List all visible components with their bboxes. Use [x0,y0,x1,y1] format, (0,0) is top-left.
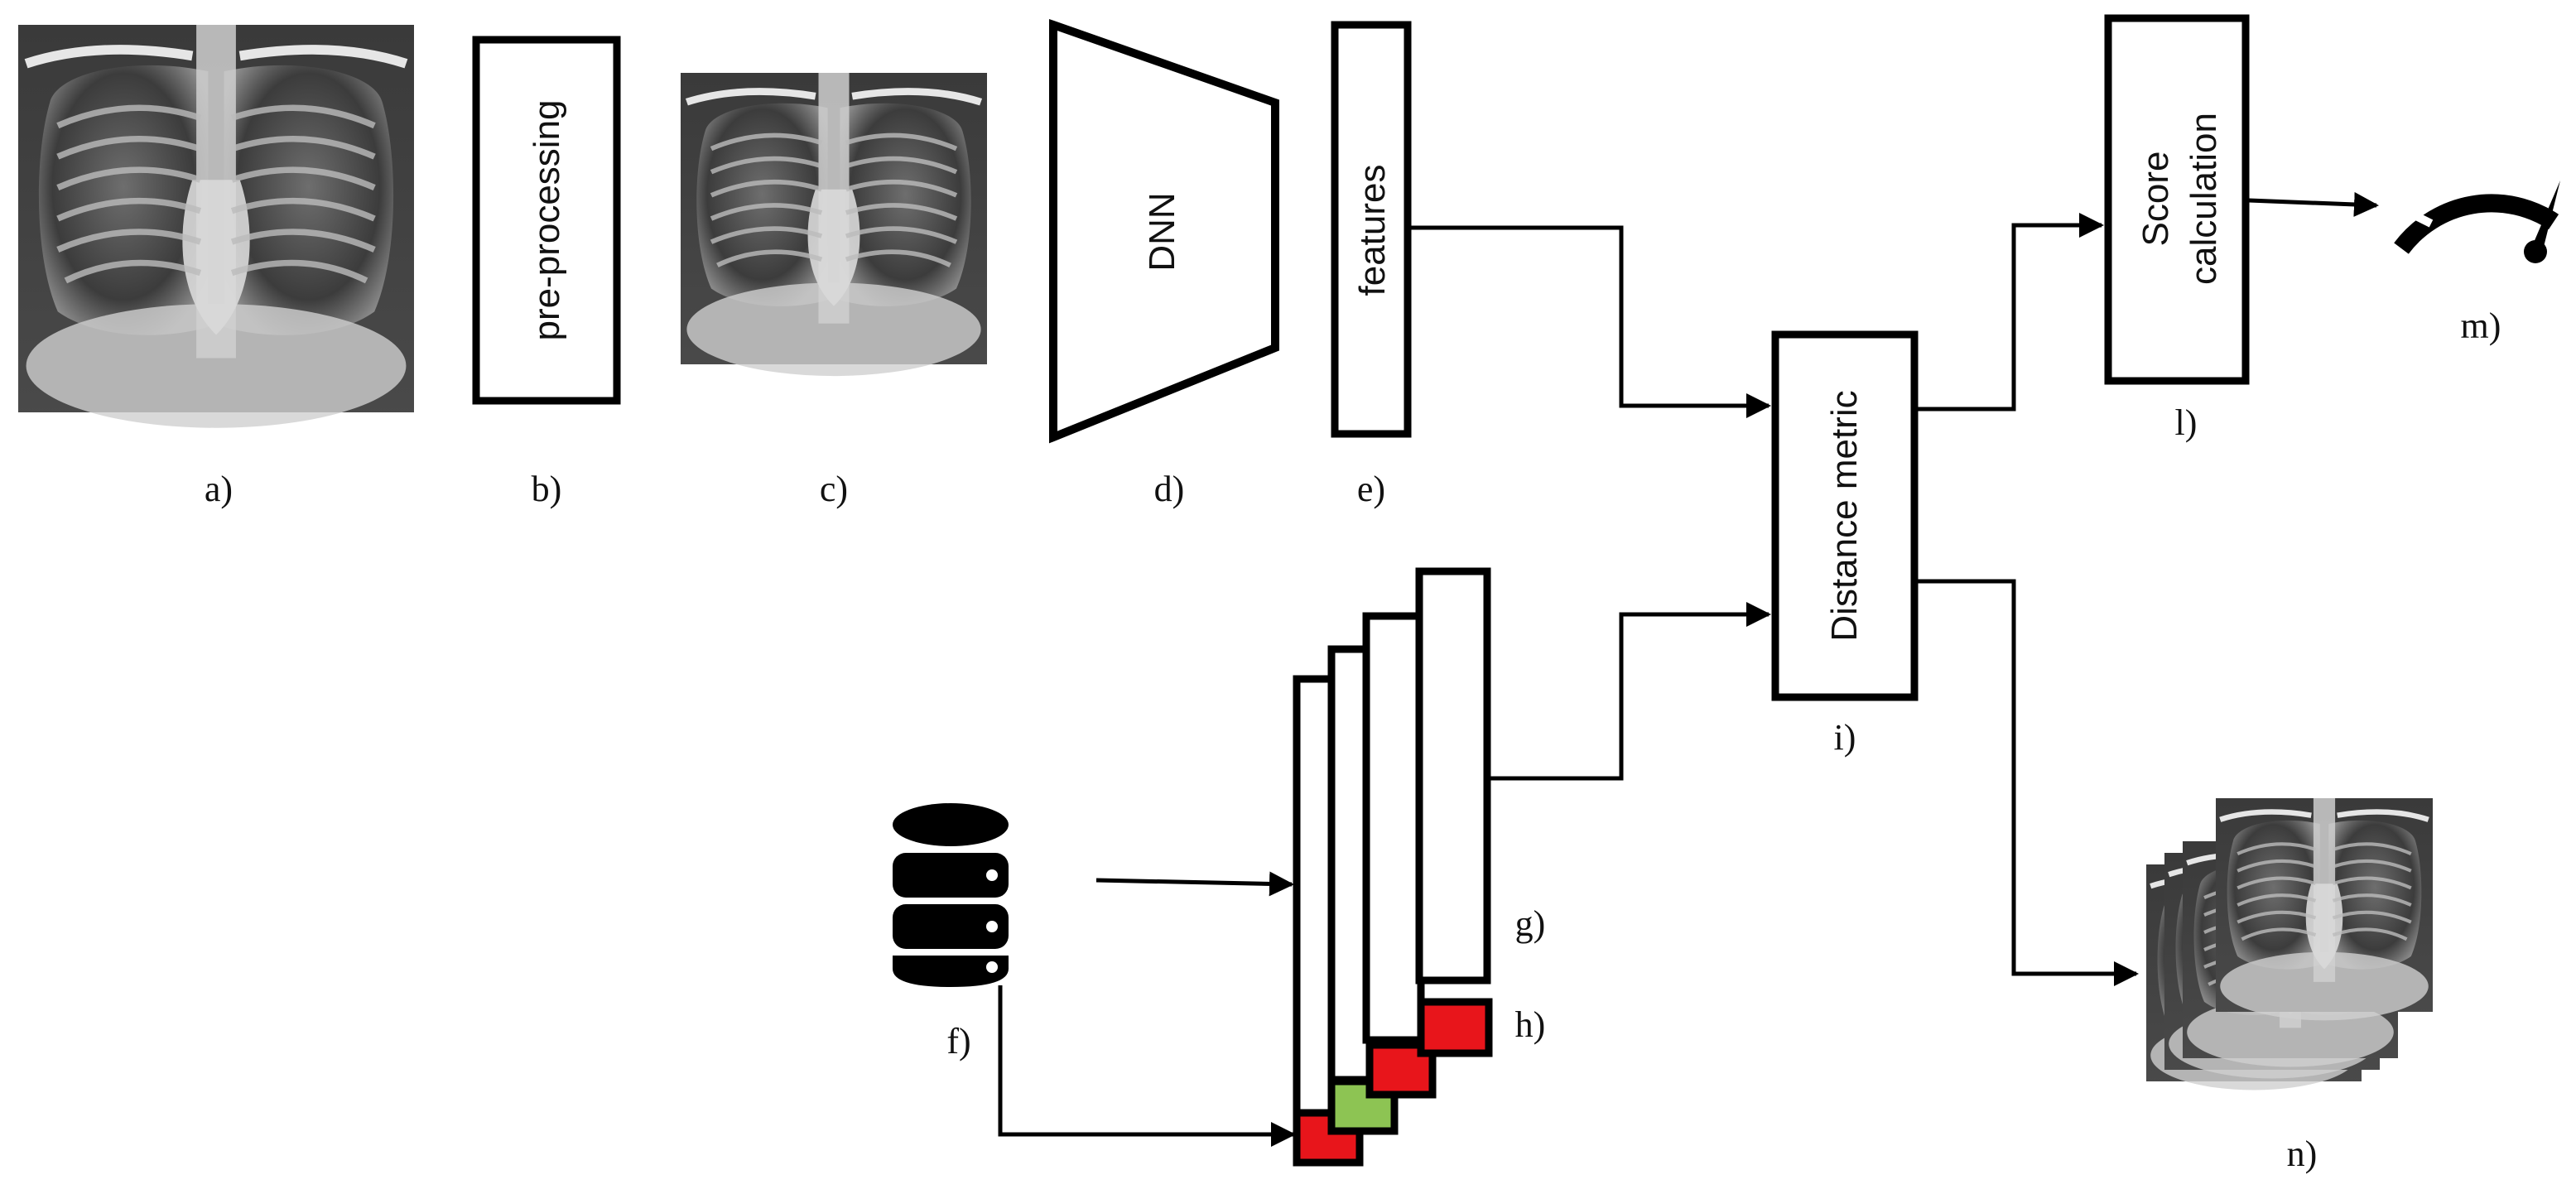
label-e: e) [1357,469,1385,509]
label-n: n) [2287,1134,2318,1174]
label-h: h) [1515,1004,1546,1045]
preprocessed-xray-image [681,73,987,376]
arrow-features-to-distance [1411,225,1771,418]
label-f: f) [946,1021,970,1062]
class-label-stack [1293,998,1493,1167]
label-g: g) [1515,903,1546,944]
gauge-icon [2394,137,2560,263]
score-text-line2: calculation [2184,113,2224,285]
arrow-distance-to-score [1914,213,2104,412]
distance-metric-box [1771,330,1919,701]
arrow-stack-to-distance [1490,602,1771,781]
retrieved-images-stack [2146,798,2433,1090]
score-calculation-box [2104,14,2250,385]
features-text: features [1352,165,1393,296]
database-icon [893,803,1009,987]
arrow-distance-to-images [1914,579,2139,986]
score-text-line1: Score [2135,152,2176,247]
label-c: c) [820,469,848,509]
preprocessing-text: pre-processing [527,99,567,340]
label-a: a) [205,469,233,509]
dnn-text: DNN [1142,192,1182,271]
arrow-score-to-gauge [2248,191,2379,217]
arrow-db-to-features [1095,871,1294,897]
label-i: i) [1834,717,1856,758]
feature-vector-stack [1293,567,1491,1124]
label-m: m) [2461,306,2501,346]
preprocessing-box [472,36,621,405]
dnn-block [1049,18,1279,444]
distance-metric-text: Distance metric [1824,390,1865,641]
features-box [1331,21,1412,438]
arrow-db-to-labels [998,985,1296,1147]
label-d: d) [1154,469,1185,509]
label-b: b) [532,469,562,509]
input-xray-image [18,25,414,428]
label-l: l) [2175,402,2198,443]
